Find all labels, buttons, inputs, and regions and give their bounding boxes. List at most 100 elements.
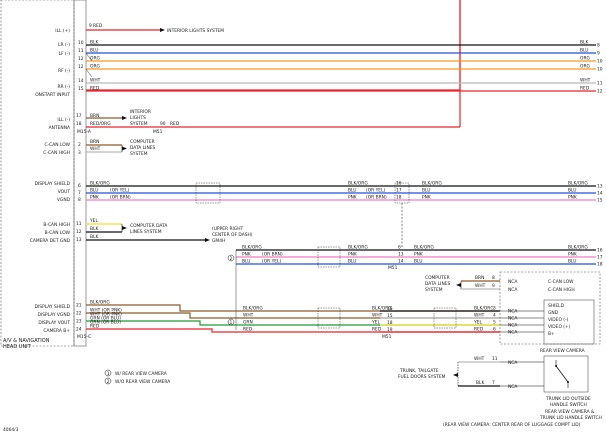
pin-label-bcan-high: B-CAN HIGH [43, 222, 70, 228]
trunk-wire-wht: WHT [474, 356, 485, 362]
speaker-pin-num-3: 12 [78, 64, 84, 70]
display-hu-num-1: 7 [78, 190, 81, 196]
camera-nca-0: NCA [508, 309, 517, 315]
speaker-wire-label-5: RED [90, 86, 100, 92]
camera-hu-wire-0: BLK/ORG [90, 300, 110, 306]
trunk-nca-1: NCA [508, 360, 517, 366]
camera-wire-left-1: WHT [243, 313, 254, 319]
display-left-label-0: BLK/ORG [90, 181, 110, 187]
display-mid-label-0: BLK/ORG [348, 181, 368, 187]
display-end-num-1: 14 [597, 191, 603, 197]
speaker-wire-label-0: BLK [90, 40, 98, 46]
trunk-tailgate-1: TRUNK, TAILGATE [399, 368, 439, 374]
legend-2-circle [104, 377, 112, 385]
camera-pin-num-3: 6 [493, 327, 496, 333]
trunk-lid-switch-2: HANDLE SWITCH [550, 402, 587, 408]
cdl-label-3: SYSTEM [130, 151, 148, 157]
pin-num-17: 17 [76, 113, 82, 119]
speaker-wire-label-4: WHT [90, 78, 101, 84]
pin-label-antenna: ANTENNA [49, 125, 70, 131]
camera-pin-label-4: VIDEO (-) [548, 317, 569, 323]
camera-pin-num-1: 4 [493, 313, 496, 319]
wire-yel-bcan: YEL [89, 218, 98, 224]
cdl3-label-3: SYSTEM [425, 287, 443, 293]
interior-lights-3-1: INTERIOR [130, 109, 151, 115]
camera-box-title: REAR VIEW CAMERA [540, 348, 585, 354]
display-hu-num-0: 6 [78, 183, 81, 189]
speaker-right-num-3: 10 [597, 67, 603, 73]
connector-m15c-label: M15-C [77, 334, 91, 340]
speaker-wire-label-1: BLU [90, 48, 98, 54]
pin-label-ill-plus: ILL (+) [55, 28, 70, 34]
display-alt-4: (OR BRN) [366, 195, 387, 201]
camera-hu-num-3: 24 [76, 327, 82, 333]
pin-label-bcan-low: B-CAN LOW [45, 230, 71, 236]
camera-wire-1 [86, 312, 500, 319]
camera-wire-mid-1: WHT [372, 313, 383, 319]
speaker-cross-2 [85, 68, 93, 78]
lower-end-num-1: 17 [597, 255, 603, 261]
lower-end-label-2: BLU [568, 259, 576, 265]
camera-wire-mid-3: RED [372, 327, 382, 333]
pin-num-18: 18 [76, 121, 82, 127]
wire-redorg-18: RED/ORG [90, 121, 111, 127]
pin-label-camera-det: CAMERA DET GND [30, 238, 71, 244]
camera-shield-box-1 [317, 307, 341, 329]
display-alt-1: (OR YEL) [110, 188, 130, 194]
wire-wht-ccan: WHT [90, 146, 101, 152]
speaker-pin-num-4: 14 [78, 78, 84, 84]
speaker-pin-num-0: 10 [78, 40, 84, 46]
speaker-right-wire-1: BLU [580, 48, 588, 54]
cdl3-num-9: 9 [492, 283, 495, 289]
pin-label-ccan-low: C-CAN LOW [45, 142, 71, 148]
camera-wire-left-2: GRN [243, 320, 253, 326]
lower-conn-num-2: 14 [398, 259, 404, 265]
speaker-right-num-5: 12 [597, 89, 603, 95]
camera-wire-end-0: BLK/ORG [474, 306, 494, 312]
arrow-interior-lights [160, 28, 165, 32]
display-end-num-2: 15 [597, 198, 603, 204]
camera-nca-3: NCA [508, 330, 517, 336]
speaker-right-num-2: 10 [597, 59, 603, 65]
pin-label-rr: RR (-) [57, 84, 70, 90]
speaker-right-wire-0: BLK [580, 40, 588, 46]
camera-conn-a-0: 16 [387, 306, 393, 312]
camera-pin-label-1: C-CAN HIGH [548, 287, 575, 293]
display-alt-3: (OR YEL) [366, 188, 386, 194]
lower-alt-2: (OR YEL) [262, 259, 282, 265]
pin-num-11: 11 [76, 221, 82, 227]
display-right-label-2: PNK [422, 195, 431, 201]
page-code: 4064/3 [3, 427, 19, 433]
display-hu-num-2: 8 [78, 197, 81, 203]
arrow-trunk [453, 373, 458, 377]
camera-wire-end-1: WHT [474, 313, 485, 319]
camera-hu-wire-1: WHT (OR PNK) [90, 308, 122, 314]
camera-wire-mid-2: YEL [371, 320, 380, 326]
display-alt-2: (OR BRN) [110, 195, 131, 201]
interior-lights-3-3: SYSTEM [130, 121, 148, 127]
legend-2-num: 2 [107, 379, 110, 385]
lower-end-label-0: BLK/ORG [568, 245, 588, 251]
trunk-num-11: 11 [492, 356, 498, 362]
ground-location-2: CENTER OF DASH) [212, 232, 253, 238]
lower-mid-label-0: BLK/ORG [348, 245, 368, 251]
ground-arrow [205, 238, 210, 242]
arrow-ccan [122, 146, 127, 151]
head-unit-name-2: HEAD UNIT [3, 344, 32, 350]
display-left-label-2: PNK [90, 195, 99, 201]
ground-name: GM4H [212, 238, 225, 244]
legend-1-circle [104, 369, 112, 377]
speaker-right-num-4: 11 [597, 81, 603, 87]
lower-end-label-1: PNK [568, 252, 577, 258]
ground-location-1: (UPPER RIGHT [212, 226, 243, 232]
wire-blk-bcan: BLK [90, 226, 98, 232]
lower-right-label-0: BLK/ORG [414, 245, 434, 251]
arrow-bcan [122, 226, 127, 230]
lower-mid-label-2: BLU [348, 259, 356, 265]
camera-hu-wire-2: GRN (OR BLU) [90, 316, 121, 322]
lower-alt-1: (OR BRN) [262, 252, 283, 258]
camera-pin-label-5: VIDEO (+) [548, 324, 571, 330]
display-end-label-0: BLK/ORG [568, 181, 588, 187]
